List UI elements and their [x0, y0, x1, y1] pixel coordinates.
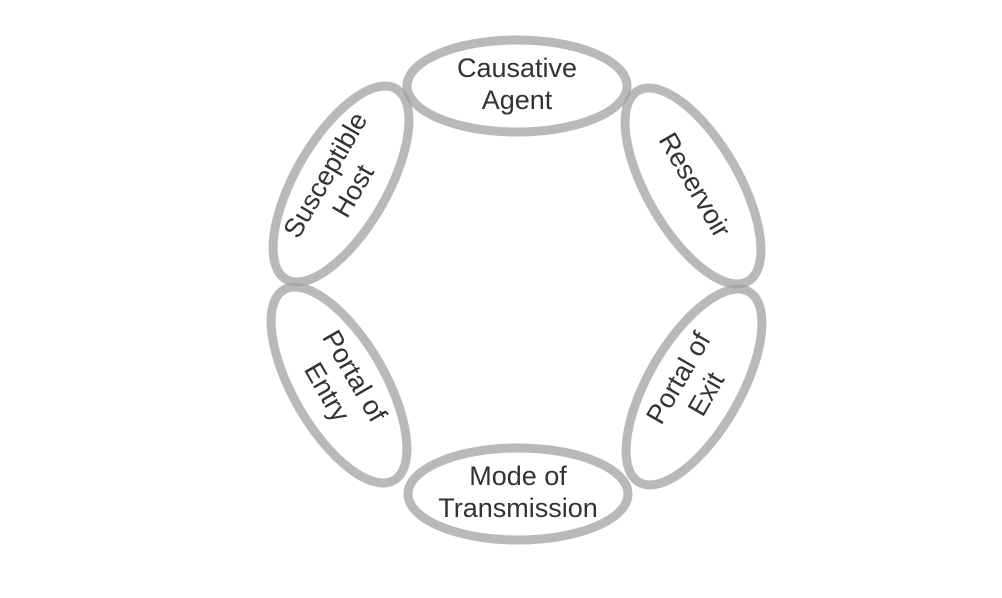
link-rings [266, 35, 767, 545]
link-ring-portal-of-exit [621, 284, 767, 490]
link-fill-portal-of-entry [271, 287, 407, 483]
link-ring-reservoir [620, 83, 766, 289]
link-fills [271, 40, 762, 540]
link-label-line: Transmission [438, 493, 598, 523]
link-ring-portal-of-entry [266, 282, 412, 488]
link-ring-mode-of-transmission [403, 443, 633, 545]
link-fill-reservoir [625, 87, 761, 284]
link-fill-causative-agent [407, 40, 627, 132]
link-label-line: Mode of [469, 461, 567, 491]
link-fill-susceptible-host [273, 85, 409, 282]
link-label-line: Causative [457, 53, 577, 83]
link-label-line: Agent [482, 85, 553, 115]
link-ring-causative-agent [402, 35, 632, 137]
link-fill-mode-of-transmission [408, 448, 628, 540]
link-ring-susceptible-host [268, 81, 414, 287]
link-fill-portal-of-exit [626, 289, 762, 485]
